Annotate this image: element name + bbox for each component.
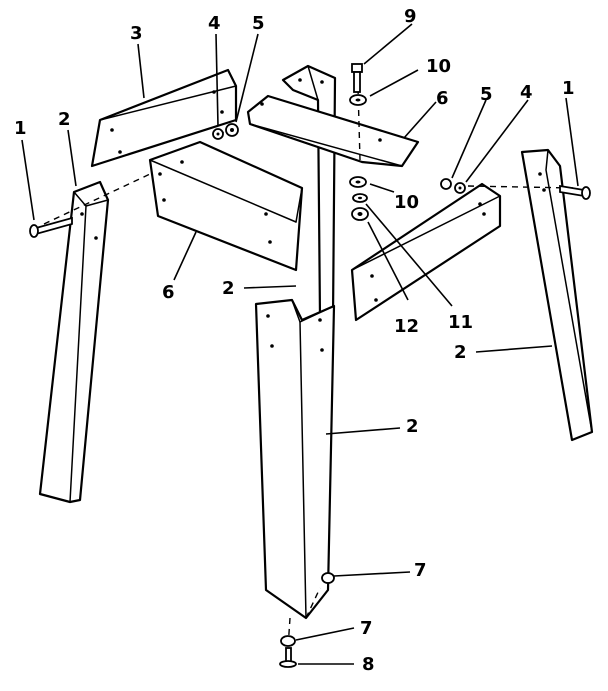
callout-4-right: 4 bbox=[520, 82, 533, 103]
carriage-bolt-left bbox=[29, 216, 73, 238]
callout-9: 9 bbox=[404, 6, 417, 27]
callout-1-left: 1 bbox=[14, 118, 27, 139]
apron-6-top bbox=[246, 94, 420, 168]
apron-6-left bbox=[148, 140, 304, 272]
washer-5-right bbox=[440, 178, 452, 190]
nut-7-lower bbox=[280, 635, 296, 647]
callout-4-left: 4 bbox=[208, 13, 221, 34]
leg-front bbox=[254, 298, 336, 620]
leg-left bbox=[38, 180, 110, 504]
leg-right bbox=[520, 148, 594, 442]
washer-10-upper bbox=[349, 94, 367, 106]
carriage-bolt-right bbox=[559, 184, 591, 200]
callout-8: 8 bbox=[362, 654, 375, 675]
callout-1-right: 1 bbox=[562, 78, 575, 99]
apron-right bbox=[350, 182, 502, 322]
lockwasher-11 bbox=[352, 193, 368, 203]
callout-10-lower: 10 bbox=[394, 192, 419, 213]
nut-4-left bbox=[212, 128, 224, 140]
washer-10-lower bbox=[349, 176, 367, 188]
callout-7-upper: 7 bbox=[414, 560, 427, 581]
callout-6-left: 6 bbox=[162, 282, 175, 303]
callout-11: 11 bbox=[448, 312, 473, 333]
callout-10-upper: 10 bbox=[426, 56, 451, 77]
leader-lines bbox=[21, 23, 579, 665]
callout-labels: 1 2 3 4 5 6 9 10 6 5 4 1 10 6 2 12 11 2 … bbox=[14, 6, 575, 675]
callout-6-top: 6 bbox=[436, 88, 449, 109]
callout-2-left: 2 bbox=[58, 109, 71, 130]
callout-2-front: 2 bbox=[406, 416, 419, 437]
nut-4-right bbox=[454, 182, 466, 194]
callout-5-left: 5 bbox=[252, 13, 265, 34]
callout-12: 12 bbox=[394, 316, 419, 337]
nut-7-upper bbox=[321, 572, 335, 584]
callout-2-right: 2 bbox=[454, 342, 467, 363]
washer-5-left bbox=[225, 123, 239, 137]
nut-12 bbox=[351, 207, 369, 221]
apron-bracket-3 bbox=[90, 68, 238, 168]
callout-7-lower: 7 bbox=[360, 618, 373, 639]
callout-2-center: 2 bbox=[222, 278, 235, 299]
callout-5-right: 5 bbox=[480, 84, 493, 105]
bolt-9 bbox=[351, 63, 363, 93]
callout-3: 3 bbox=[130, 23, 143, 44]
foot-bolt-8 bbox=[279, 647, 297, 668]
